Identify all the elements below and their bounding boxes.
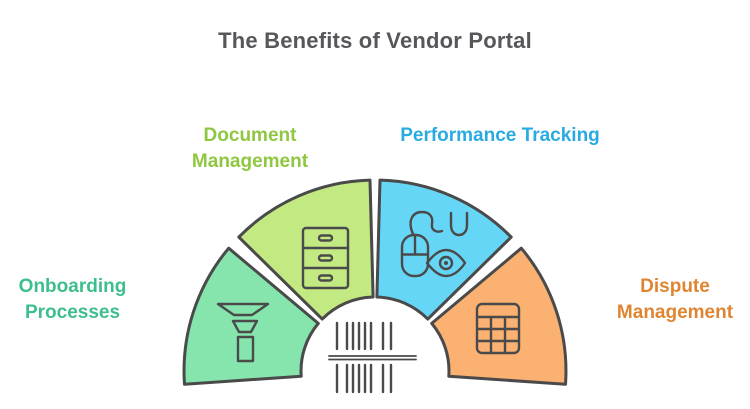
hatch-bottom-row xyxy=(335,363,393,394)
hatch-marks xyxy=(328,321,417,394)
cable-hook xyxy=(449,211,469,237)
cabinet-body xyxy=(301,226,350,290)
hatch-divider-lines xyxy=(328,355,417,361)
eye-pupil-dot xyxy=(444,261,448,265)
funnel-stem xyxy=(236,335,255,363)
segment-document-management xyxy=(237,178,375,321)
data-table-icon xyxy=(475,302,521,355)
funnel-top xyxy=(216,302,270,317)
cabinet-handle xyxy=(317,234,334,242)
diagram-root-group xyxy=(182,178,568,394)
mouse-divider-lines xyxy=(400,234,430,256)
mouse-cable xyxy=(409,210,444,236)
eye-icon xyxy=(425,248,467,278)
table-grid-lines xyxy=(475,315,521,355)
cabinet-handle xyxy=(317,274,334,282)
funnel-middle xyxy=(231,319,259,334)
eye-outline xyxy=(425,248,467,278)
label-dispute-management: Dispute Management xyxy=(616,276,734,323)
cabinet-drawer-dividers xyxy=(301,246,350,270)
page-title: The Benefits of Vendor Portal xyxy=(218,28,532,53)
mouse-tracking-icon xyxy=(400,210,469,278)
funnel-icon xyxy=(216,302,270,363)
file-cabinet-icon xyxy=(301,226,350,290)
cabinet-handle xyxy=(317,254,334,262)
segment-onboarding-processes xyxy=(182,246,320,386)
label-onboarding-processes: Onboarding Processes xyxy=(18,276,127,323)
label-document-management: Document Management xyxy=(191,125,309,172)
eye-pupil xyxy=(438,255,454,271)
hatch-top-row xyxy=(335,321,393,351)
label-performance-tracking: Performance Tracking xyxy=(400,125,600,146)
